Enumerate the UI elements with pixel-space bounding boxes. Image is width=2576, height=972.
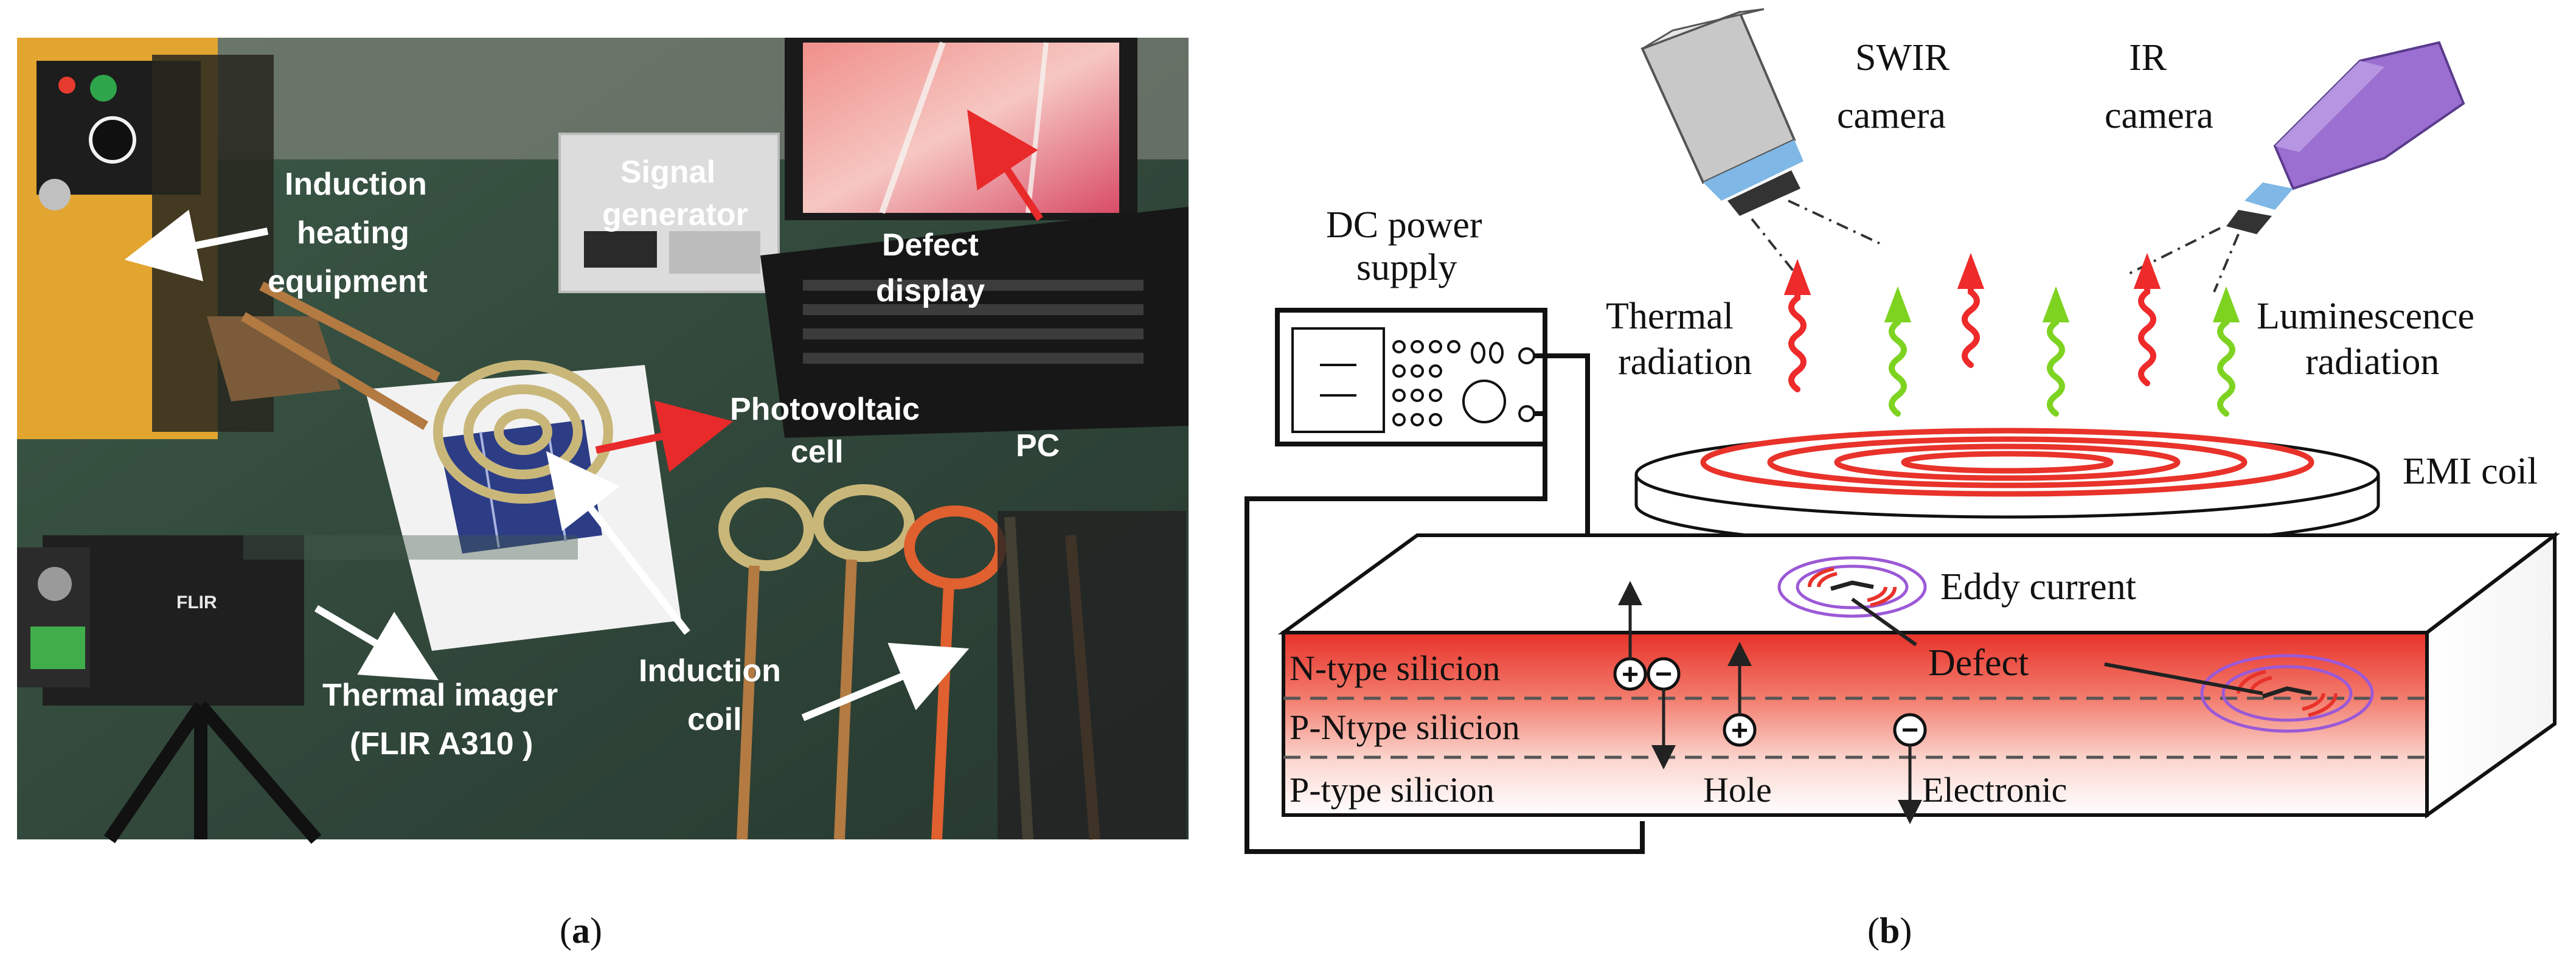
swir-camera: [1640, 8, 1880, 281]
caption-b-close: ): [1900, 911, 1912, 951]
eddy-current-top: [1777, 556, 1927, 618]
label-electronic: Electronic: [1922, 770, 2067, 810]
caption-b-letter: b: [1880, 911, 1900, 951]
lum-wave-2: [2042, 286, 2070, 417]
label-emi-coil: EMI coil: [2403, 451, 2538, 492]
label-thermal-1: Thermal: [1606, 296, 1734, 337]
caption-a: (a): [560, 911, 602, 951]
thermal-wave-1: [1783, 259, 1811, 392]
lum-wave-3: [2212, 286, 2240, 417]
label-lum-1: Luminescence: [2257, 296, 2474, 337]
label-defect-display-2: display: [876, 273, 985, 308]
caption-b: (b): [1867, 911, 1912, 951]
induction-coil-on-cell: [240, 281, 613, 504]
label-eddy-current: Eddy current: [1940, 566, 2136, 608]
label-thermal-imager-2: (FLIR A310 ): [350, 726, 533, 762]
lum-wave-1: [1884, 286, 1912, 417]
power-wires: [1245, 353, 1645, 854]
hole-sign-1: +: [1622, 659, 1639, 691]
label-photovoltaic-2: cell: [791, 434, 844, 470]
panel-b-schematic: DC power supply: [1245, 8, 2560, 854]
electron-sign-1: −: [1655, 658, 1672, 690]
arrow-to-photovoltaic: [595, 400, 734, 473]
caption-a-letter: a: [572, 911, 590, 951]
label-photovoltaic-1: Photovoltaic: [730, 392, 920, 427]
label-induction-coil-2: coil: [687, 702, 742, 737]
thermal-wave-2: [1957, 252, 1985, 368]
electron-sign-2: −: [1901, 714, 1918, 746]
arrow-to-heating-equipment: [124, 209, 269, 282]
label-defect-display-1: Defect: [882, 227, 979, 263]
annotation-arrows: [124, 109, 1043, 721]
caption-b-open: (: [1867, 911, 1880, 951]
label-p-type: P-type silicion: [1290, 770, 1495, 810]
ir-camera: [2128, 41, 2465, 293]
laptop-pc: [760, 38, 1189, 438]
label-hole: Hole: [1703, 770, 1772, 810]
label-thermal-2: radiation: [1618, 341, 1752, 383]
label-pc: PC: [1016, 428, 1060, 463]
arrow-to-defect: [967, 109, 1043, 221]
signal-generator: [558, 133, 780, 293]
label-induction-coil-1: Induction: [639, 653, 781, 689]
arrow-coil-to-rack: [801, 642, 970, 721]
label-pn-type: P-Ntype silicion: [1290, 707, 1520, 747]
arrow-to-thermal-imager: [314, 605, 439, 681]
label-signal-generator-2: generator: [602, 197, 748, 232]
carriers: + − + −: [1613, 581, 1927, 824]
emi-coil: [1634, 428, 2380, 549]
flir-logo: FLIR: [176, 592, 217, 613]
arrow-coil-to-cell: [546, 451, 690, 635]
label-ir-2: camera: [2105, 95, 2213, 136]
dc-power-supply: [1275, 308, 1547, 446]
defect-leaders: [1851, 597, 2263, 695]
label-n-type: N-type silicion: [1290, 648, 1500, 688]
label-induction-heating-1: Induction: [285, 167, 427, 202]
label-signal-generator-1: Signal: [620, 154, 715, 190]
label-dc-power-2: supply: [1356, 247, 1457, 288]
eddy-current-side: [2200, 654, 2374, 733]
label-induction-heating-3: equipment: [268, 264, 428, 299]
label-swir-1: SWIR: [1855, 37, 1950, 78]
thermal-wave-3: [2133, 252, 2161, 386]
label-defect: Defect: [1928, 642, 2029, 684]
label-ir-1: IR: [2129, 37, 2167, 78]
label-swir-2: camera: [1837, 95, 1946, 136]
panel-a-photo: FLIR Induction heating equipment Signal …: [17, 38, 1189, 844]
thermal-imager-device: [17, 535, 578, 844]
label-dc-power-1: DC power: [1326, 204, 1482, 246]
caption-a-close: ): [590, 911, 602, 951]
label-induction-heating-2: heating: [297, 215, 409, 251]
label-thermal-imager-1: Thermal imager: [322, 678, 558, 713]
caption-a-open: (: [560, 911, 572, 951]
radiation-waves: [1783, 252, 2240, 417]
hole-sign-2: +: [1731, 715, 1748, 747]
label-lum-2: radiation: [2305, 341, 2439, 383]
